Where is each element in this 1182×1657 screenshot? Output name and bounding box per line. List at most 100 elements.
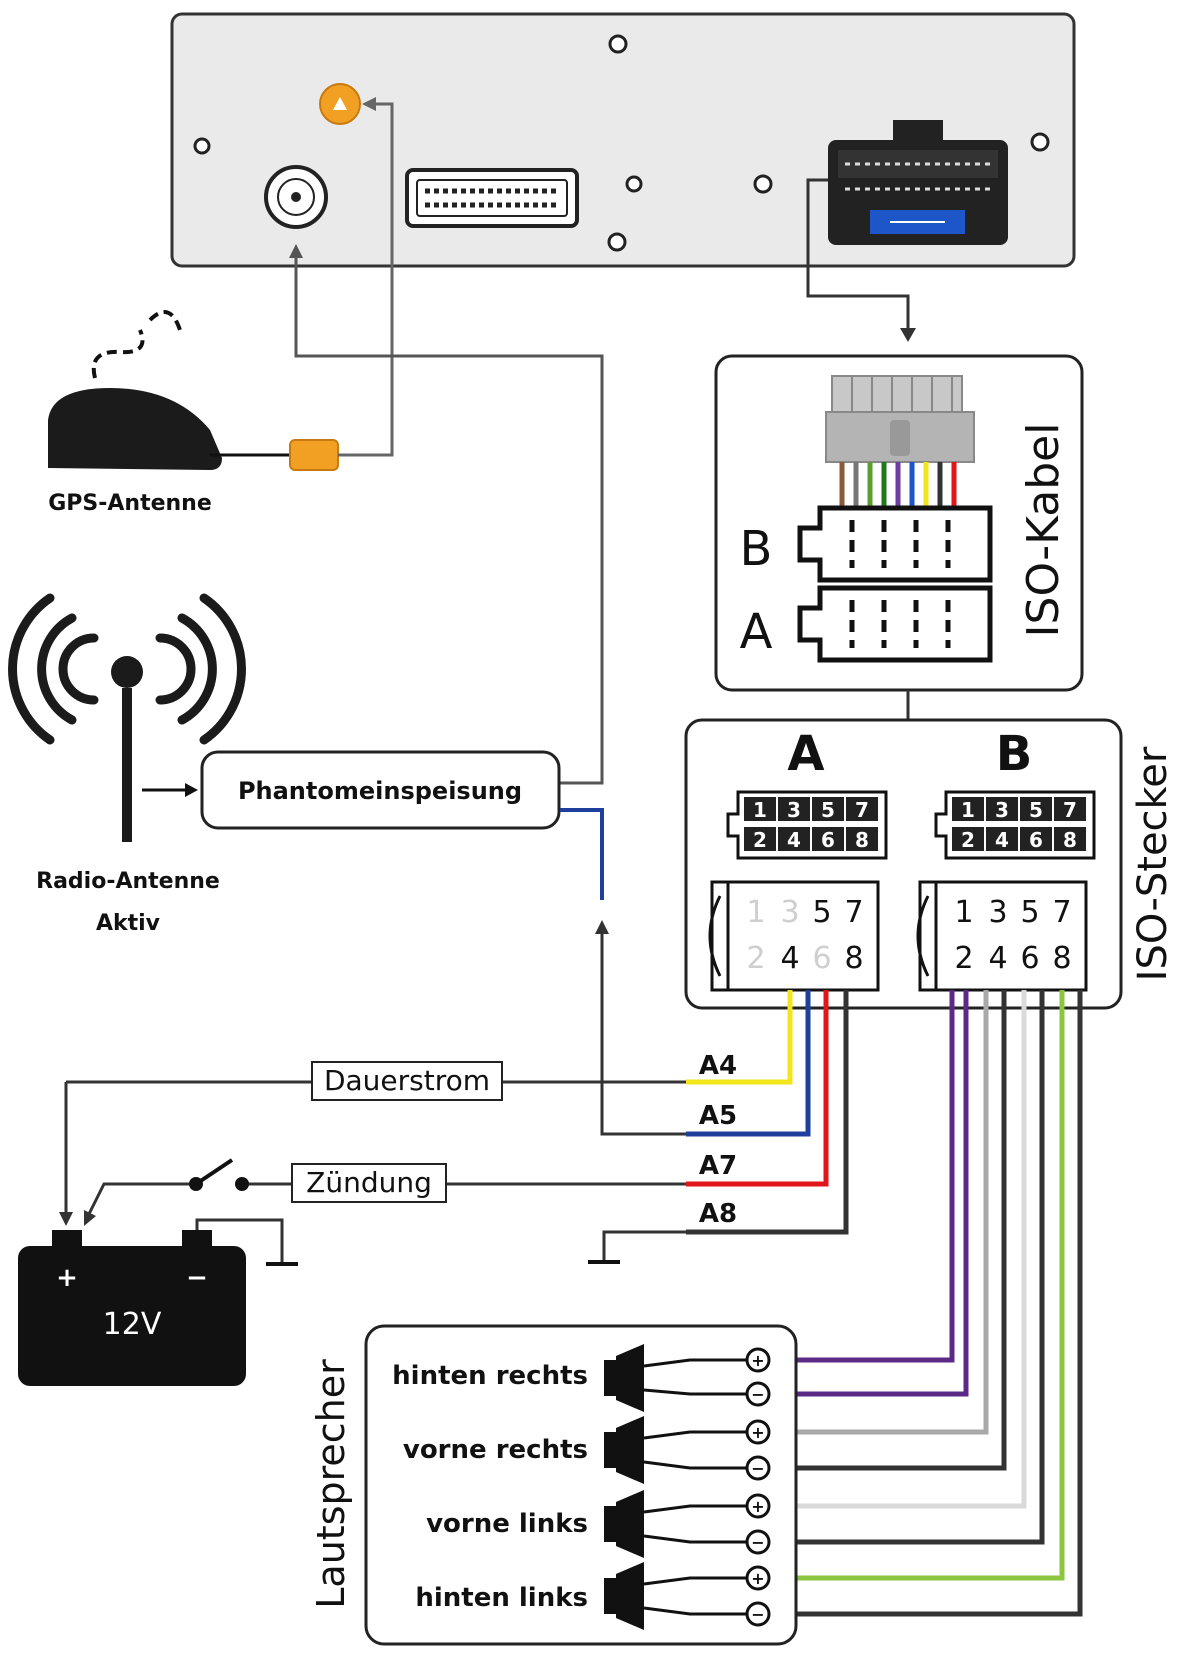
iso-wide-block-b: 1 3 5 7 2 4 6 8 bbox=[916, 880, 1088, 992]
speaker-label: vorne links bbox=[426, 1509, 588, 1539]
pin-label: 7 bbox=[855, 798, 869, 822]
wire-label-a8: A8 bbox=[699, 1199, 737, 1229]
pin-label: 2 bbox=[753, 828, 767, 852]
pin-label: 5 bbox=[812, 895, 831, 930]
battery: + − 12V bbox=[18, 1230, 246, 1386]
speaker-vorne-rechts: vorne rechts + − bbox=[403, 1416, 771, 1484]
gps-antenna-label: GPS-Antenne bbox=[48, 491, 212, 516]
iso-pin-block-a: 1 3 5 7 2 4 6 8 bbox=[726, 790, 888, 860]
dauerstrom-label-box bbox=[311, 1061, 503, 1101]
pin-label: 5 bbox=[1020, 895, 1039, 930]
radio-antenna-label-line2: Aktiv bbox=[96, 911, 161, 936]
wire-b5 bbox=[770, 990, 1027, 1509]
pin-label: 5 bbox=[821, 798, 835, 822]
multi-pin-connector-icon bbox=[405, 168, 579, 228]
gps-antenna: GPS-Antenne bbox=[48, 310, 339, 516]
pin-label: 8 bbox=[1052, 941, 1071, 976]
wire-label-a5: A5 bbox=[699, 1101, 737, 1131]
battery-voltage-label: 12V bbox=[103, 1307, 162, 1342]
wire-b3 bbox=[770, 990, 989, 1435]
arrow-icon bbox=[289, 244, 303, 258]
pin-label: 4 bbox=[780, 941, 799, 976]
pin-label: 3 bbox=[787, 798, 801, 822]
speaker-label: hinten links bbox=[415, 1583, 588, 1613]
iso-connector-title: ISO-Stecker bbox=[1130, 746, 1176, 981]
speaker-label: vorne rechts bbox=[403, 1435, 588, 1465]
zuendung-label-box bbox=[291, 1163, 447, 1203]
battery-plus-icon: + bbox=[56, 1263, 78, 1293]
iso-wide-block-a: 1 3 5 7 2 4 6 8 bbox=[708, 880, 880, 992]
speaker-icon bbox=[604, 1416, 746, 1484]
speaker-icon bbox=[604, 1562, 746, 1630]
iso-connector-block-b-title: B bbox=[996, 726, 1033, 782]
screw-icon bbox=[193, 137, 211, 155]
iso-cable-side-a-label: A bbox=[740, 604, 773, 660]
pin-label: 3 bbox=[988, 895, 1007, 930]
radio-antenna-label-line1: Radio-Antenne bbox=[36, 869, 220, 894]
speaker-title: Lautsprecher bbox=[309, 1359, 353, 1609]
radio-antenna: Radio-Antenne Aktiv bbox=[8, 593, 246, 936]
zuendung-label: Zündung bbox=[306, 1166, 432, 1199]
speaker-minus-icon: − bbox=[751, 1533, 764, 1552]
head-unit bbox=[170, 12, 1076, 268]
pin-label: 1 bbox=[746, 895, 765, 930]
speaker-plus-icon: + bbox=[751, 1497, 764, 1516]
iso-cable-connector-b bbox=[797, 505, 993, 583]
pin-label: 7 bbox=[1052, 895, 1071, 930]
speaker-minus-icon: − bbox=[751, 1459, 764, 1478]
wire-b1 bbox=[770, 990, 955, 1363]
wire-b8 bbox=[770, 990, 1083, 1617]
iso-cable-box: B A ISO-Kabel bbox=[714, 354, 1084, 692]
battery-minus-icon: − bbox=[186, 1263, 208, 1293]
gps-plug-icon bbox=[289, 439, 339, 471]
pin-label: 4 bbox=[995, 828, 1009, 852]
wire-label-a4: A4 bbox=[699, 1051, 737, 1081]
pin-label: 4 bbox=[988, 941, 1007, 976]
arrow-icon bbox=[595, 920, 609, 934]
arrow-icon bbox=[900, 328, 916, 342]
pin-label: 8 bbox=[844, 941, 863, 976]
speaker-plus-icon: + bbox=[751, 1351, 764, 1370]
wire-b4 bbox=[770, 990, 1007, 1471]
speaker-hinten-links: hinten links + − bbox=[415, 1562, 771, 1630]
speaker-plus-icon: + bbox=[751, 1569, 764, 1588]
wire-a4 bbox=[686, 990, 793, 1085]
pin-label: 6 bbox=[812, 941, 831, 976]
pin-label: 7 bbox=[1063, 798, 1077, 822]
speaker-icon bbox=[604, 1490, 746, 1558]
pin-label: 5 bbox=[1029, 798, 1043, 822]
pin-label: 6 bbox=[1020, 941, 1039, 976]
iso-connector-block-a-title: A bbox=[787, 726, 824, 782]
pin-label: 6 bbox=[821, 828, 835, 852]
radio-antenna-icon bbox=[8, 593, 246, 745]
phantom-power-box: Phantomeinspeisung bbox=[200, 750, 561, 830]
pin-label: 1 bbox=[961, 798, 975, 822]
pin-label: 7 bbox=[844, 895, 863, 930]
dauerstrom-label: Dauerstrom bbox=[324, 1064, 490, 1097]
iso-plug-icon bbox=[825, 375, 975, 463]
pin-label: 3 bbox=[780, 895, 799, 930]
wire-a7 bbox=[686, 990, 829, 1187]
wire-b2 bbox=[770, 990, 969, 1397]
pin-label: 2 bbox=[954, 941, 973, 976]
screw-icon bbox=[608, 34, 628, 54]
pin-label: 1 bbox=[954, 895, 973, 930]
phantom-power-label: Phantomeinspeisung bbox=[238, 777, 522, 805]
iso-cable-title: ISO-Kabel bbox=[1018, 423, 1069, 638]
iso-cable-side-b-label: B bbox=[740, 521, 773, 577]
arrow-icon bbox=[84, 1210, 96, 1226]
pin-label: 1 bbox=[753, 798, 767, 822]
pin-label: 2 bbox=[961, 828, 975, 852]
speaker-hinten-rechts: hinten rechts + − bbox=[392, 1344, 771, 1412]
wire-a8 bbox=[686, 990, 849, 1235]
wire-b7 bbox=[770, 990, 1065, 1581]
pin-label: 6 bbox=[1029, 828, 1043, 852]
arrow-icon bbox=[59, 1212, 73, 1226]
ignition-switch-icon bbox=[189, 1158, 249, 1191]
screw-icon bbox=[753, 174, 773, 194]
screw-icon bbox=[625, 175, 643, 193]
wire-a5 bbox=[686, 990, 811, 1137]
pin-label: 3 bbox=[995, 798, 1009, 822]
screw-icon bbox=[1030, 132, 1050, 152]
